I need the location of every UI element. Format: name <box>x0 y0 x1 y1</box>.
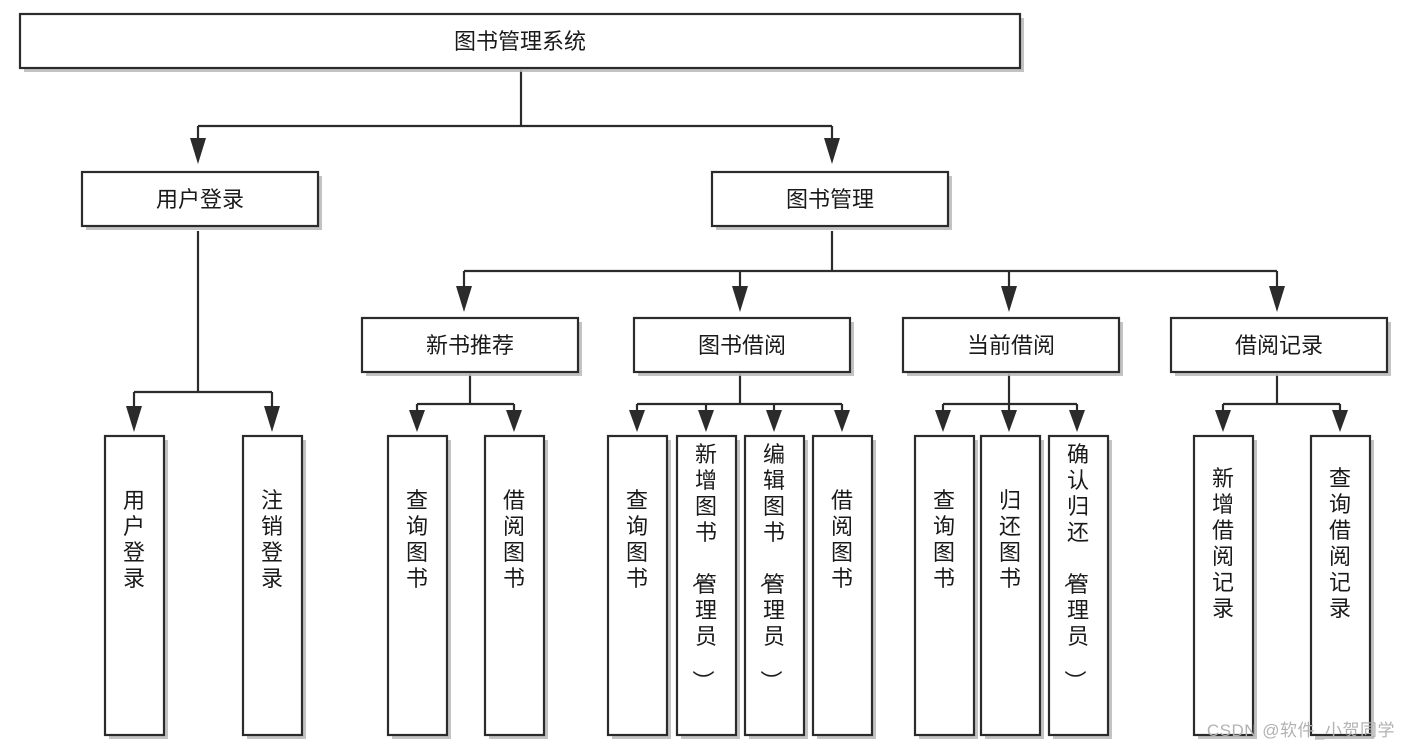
arrowhead-current-borrow <box>1001 286 1017 312</box>
node-leaf-return-book-label: 归还图书 <box>999 488 1021 591</box>
arrowhead-leaf-borrow-book-1 <box>506 410 522 432</box>
arrowhead-user-login <box>190 138 206 164</box>
arrowhead-book-borrow <box>732 286 748 312</box>
node-leaf-borrow-book-2[interactable]: 借阅图书 <box>811 434 876 739</box>
node-book-manage-box <box>710 170 950 228</box>
edge-group-book-borrow-to-leaves <box>629 374 850 432</box>
node-leaf-return-book[interactable]: 归还图书 <box>979 434 1044 739</box>
node-leaf-query-book-3[interactable]: 查询图书 <box>913 434 978 739</box>
node-leaf-query-book-2-box <box>606 434 669 737</box>
node-new-book-rec-label: 新书推荐 <box>426 333 514 358</box>
node-borrow-record[interactable]: 借阅记录 <box>1169 316 1391 376</box>
edge-group-borrow-record-to-leaves <box>1215 374 1348 432</box>
node-leaf-add-record[interactable]: 新增借阅记录 <box>1192 434 1257 739</box>
node-book-borrow-label: 图书借阅 <box>698 333 786 358</box>
node-leaf-add-book-box <box>675 434 738 737</box>
node-leaf-borrow-book-1[interactable]: 借阅图书 <box>483 434 548 739</box>
arrowhead-leaf-add-record <box>1215 410 1231 432</box>
node-leaf-add-record-box <box>1192 434 1255 737</box>
node-leaf-edit-book-label: 编辑图书（管理员） <box>758 442 785 692</box>
node-root[interactable]: 图书管理系统 <box>18 12 1024 72</box>
node-leaf-user-logout-label: 注销登录 <box>261 488 283 591</box>
arrowhead-leaf-edit-book <box>766 410 782 432</box>
node-borrow-record-label: 借阅记录 <box>1235 333 1323 358</box>
node-current-borrow-box <box>901 316 1121 374</box>
node-user-login-label: 用户登录 <box>156 187 244 212</box>
node-new-book-rec[interactable]: 新书推荐 <box>360 316 582 376</box>
node-leaf-query-record-box <box>1309 434 1372 737</box>
node-leaf-borrow-book-2-label: 借阅图书 <box>831 488 853 591</box>
arrowhead-book-manage <box>824 138 840 164</box>
node-leaf-user-login[interactable]: 用户登录 <box>103 434 168 739</box>
node-book-borrow[interactable]: 图书借阅 <box>632 316 854 376</box>
node-leaf-query-book-3-box <box>913 434 976 737</box>
arrowhead-borrow-record <box>1269 286 1285 312</box>
node-leaf-user-logout-box <box>241 434 304 737</box>
arrowhead-leaf-user-login <box>126 406 142 432</box>
node-user-login-box <box>80 170 320 228</box>
node-current-borrow[interactable]: 当前借阅 <box>901 316 1123 376</box>
arrowhead-leaf-query-record <box>1332 410 1348 432</box>
edge-group-new-book-rec-to-leaves <box>409 374 522 432</box>
node-leaf-return-book-box <box>979 434 1042 737</box>
node-leaf-borrow-book-1-label: 借阅图书 <box>503 488 525 591</box>
node-leaf-add-book-label: 新增图书（管理员） <box>690 442 717 692</box>
arrowhead-leaf-add-book <box>698 410 714 432</box>
node-leaf-borrow-book-1-box <box>483 434 546 737</box>
node-leaf-add-record-label: 新增借阅记录 <box>1212 466 1234 621</box>
edge-group-current-borrow-to-leaves <box>935 374 1085 432</box>
node-leaf-query-book-2[interactable]: 查询图书 <box>606 434 671 739</box>
node-leaf-query-book-1-label: 查询图书 <box>406 488 428 591</box>
node-book-borrow-box <box>632 316 852 374</box>
node-leaf-borrow-book-2-box <box>811 434 874 737</box>
node-leaf-query-book-3-label: 查询图书 <box>933 488 955 591</box>
arrowhead-leaf-query-book-3 <box>935 410 951 432</box>
node-leaf-query-record[interactable]: 查询借阅记录 <box>1309 434 1374 739</box>
node-leaf-edit-book[interactable]: 编辑图书（管理员） <box>743 434 808 739</box>
node-user-login[interactable]: 用户登录 <box>80 170 322 230</box>
node-leaf-user-login-box <box>103 434 166 737</box>
node-leaf-add-book[interactable]: 新增图书（管理员） <box>675 434 740 739</box>
arrowhead-leaf-query-book-2 <box>629 410 645 432</box>
node-book-manage[interactable]: 图书管理 <box>710 170 952 230</box>
node-leaf-query-book-2-label: 查询图书 <box>626 488 648 591</box>
edge-group-user-login-to-leaves <box>126 231 280 432</box>
arrowhead-leaf-borrow-book-2 <box>834 410 850 432</box>
node-leaf-query-record-label: 查询借阅记录 <box>1329 466 1351 621</box>
node-leaf-user-login-label: 用户登录 <box>123 488 145 591</box>
node-leaf-confirm-return-box <box>1047 434 1110 737</box>
arrowhead-leaf-user-logout <box>264 406 280 432</box>
node-leaf-user-logout[interactable]: 注销登录 <box>241 434 306 739</box>
node-book-manage-label: 图书管理 <box>786 187 874 212</box>
arrowhead-leaf-confirm-return <box>1069 410 1085 432</box>
edge-group-book-manage-to-l2 <box>456 231 1285 312</box>
node-root-box <box>18 12 1022 70</box>
node-leaf-edit-book-box <box>743 434 806 737</box>
node-current-borrow-label: 当前借阅 <box>967 333 1055 358</box>
arrowhead-leaf-return-book <box>1001 410 1017 432</box>
node-leaf-query-book-1-box <box>386 434 449 737</box>
arrowhead-new-book-rec <box>456 286 472 312</box>
node-root-label: 图书管理系统 <box>454 29 586 54</box>
arrowhead-leaf-query-book-1 <box>409 410 425 432</box>
node-leaf-confirm-return[interactable]: 确认归还（管理员） <box>1047 434 1112 739</box>
edge-group-root-to-l1 <box>190 70 840 164</box>
node-new-book-rec-box <box>360 316 580 374</box>
node-leaf-query-book-1[interactable]: 查询图书 <box>386 434 451 739</box>
node-borrow-record-box <box>1169 316 1389 374</box>
node-leaf-confirm-return-label: 确认归还（管理员） <box>1062 442 1089 692</box>
